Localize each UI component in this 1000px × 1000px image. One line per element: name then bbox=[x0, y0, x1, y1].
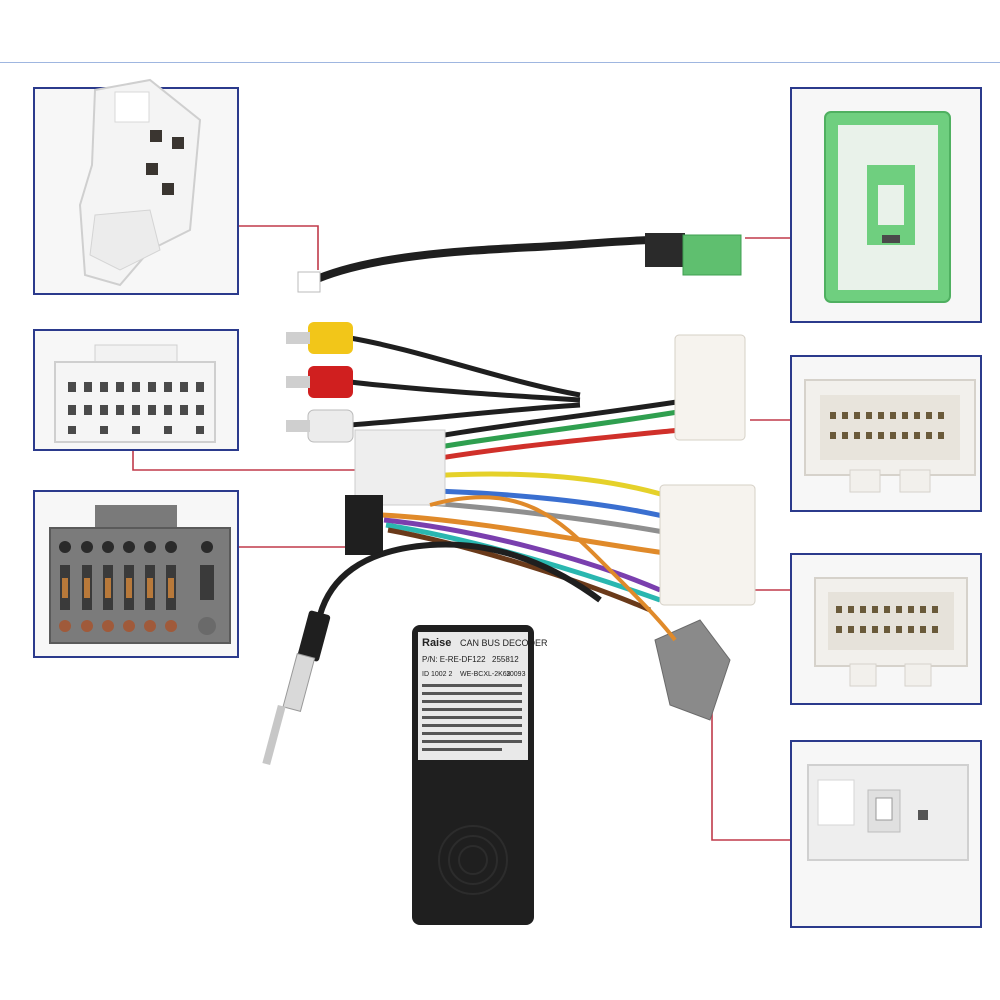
white-22pin-connector-photo bbox=[814, 577, 968, 687]
decoder-code: 255812 bbox=[492, 655, 519, 664]
white-2pin-connector-photo bbox=[78, 78, 202, 287]
decoder-id: ID 1002 2 bbox=[422, 671, 452, 678]
leader-line-1 bbox=[239, 225, 319, 270]
decoder-ver: 10093 bbox=[506, 671, 526, 678]
canbus-decoder-box: Raise CAN BUS DECODER P/N: E-RE-DF122 25… bbox=[412, 625, 548, 925]
main-wiring-harness bbox=[262, 233, 756, 766]
white-2pin-socket-photo bbox=[807, 764, 969, 861]
white-20pin-connector-photo bbox=[54, 344, 216, 443]
decoder-model: WE-BCXL-2K63 bbox=[460, 671, 511, 678]
leader-line-2 bbox=[132, 451, 360, 471]
white-24pin-connector-photo bbox=[804, 379, 976, 493]
green-connector-photo bbox=[824, 111, 951, 303]
iso-16pin-connector-photo bbox=[49, 505, 231, 644]
decoder-brand: Raise bbox=[422, 637, 451, 649]
top-divider bbox=[0, 62, 1000, 63]
leader-lines bbox=[132, 225, 790, 841]
decoder-title: CAN BUS DECODER bbox=[460, 638, 548, 648]
decoder-pn: P/N: E-RE-DF122 bbox=[422, 655, 486, 664]
leader-line-7 bbox=[711, 710, 790, 841]
